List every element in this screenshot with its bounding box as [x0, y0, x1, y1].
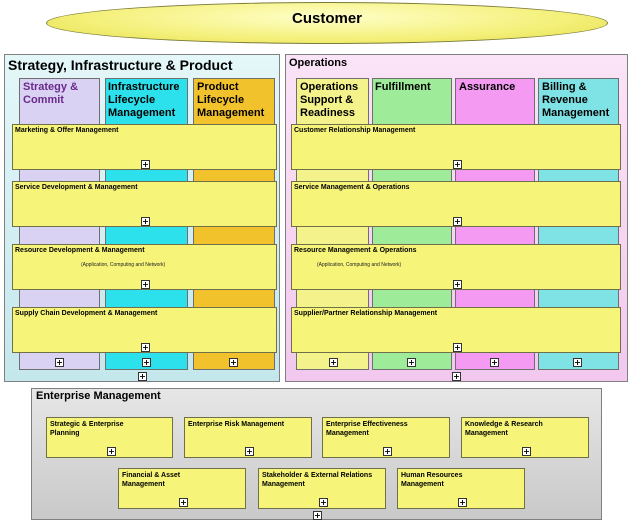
customer-ellipse: Customer — [46, 2, 608, 44]
plus-box-icon[interactable]: + — [453, 217, 462, 226]
column-label-line: Fulfillment — [375, 81, 431, 93]
column-label-line: Lifecycle — [108, 94, 156, 106]
enterprise-box-risk-management[interactable]: Enterprise Risk Management + — [184, 417, 312, 458]
plus-box-icon[interactable]: + — [383, 447, 392, 456]
process-row-marketing-offer[interactable]: Marketing & Offer Management + — [12, 124, 277, 170]
process-row-sublabel: (Application, Computing and Network) — [81, 262, 166, 268]
column-label-line: Product — [197, 81, 239, 93]
column-label: Infrastructure Lifecycle Management — [108, 81, 180, 120]
plus-box-icon[interactable]: + — [573, 358, 582, 367]
column-label-line: Revenue — [542, 94, 588, 106]
enterprise-box-financial-asset[interactable]: Financial & Asset Management + — [118, 468, 246, 509]
plus-box-icon[interactable]: + — [141, 160, 150, 169]
process-row-label: Service Management & Operations — [294, 184, 410, 191]
enterprise-box-label: Financial & Asset Management — [122, 472, 181, 488]
process-row-service-development[interactable]: Service Development & Management + — [12, 181, 277, 227]
plus-box-icon[interactable]: + — [245, 447, 254, 456]
plus-box-icon[interactable]: + — [407, 358, 416, 367]
plus-box-icon[interactable]: + — [138, 372, 147, 381]
plus-box-icon[interactable]: + — [229, 358, 238, 367]
process-row-label: Supplier/Partner Relationship Management — [294, 310, 438, 317]
enterprise-box-knowledge-research[interactable]: Knowledge & Research Management + — [461, 417, 589, 458]
plus-box-icon[interactable]: + — [179, 498, 188, 507]
plus-box-icon[interactable]: + — [453, 280, 462, 289]
process-row-resource-management[interactable]: Resource Management & Operations (Applic… — [291, 244, 621, 290]
operations-title: Operations — [289, 57, 348, 69]
process-row-supply-chain[interactable]: Supply Chain Development & Management + — [12, 307, 277, 353]
column-label-line: Strategy & — [23, 81, 79, 93]
plus-box-icon[interactable]: + — [458, 498, 467, 507]
plus-box-icon[interactable]: + — [453, 343, 462, 352]
column-label-line: Management — [542, 107, 610, 119]
process-row-label: Service Development & Management — [15, 184, 138, 191]
column-label: Fulfillment — [375, 81, 431, 94]
column-label: Operations Support & Readiness — [300, 81, 358, 120]
process-row-sublabel: (Application, Computing and Network) — [317, 262, 402, 268]
process-row-resource-development[interactable]: Resource Development & Management (Appli… — [12, 244, 277, 290]
column-label-line: Management — [108, 107, 176, 119]
enterprise-box-label: Enterprise Risk Management — [188, 421, 285, 428]
plus-box-icon[interactable]: + — [522, 447, 531, 456]
process-row-customer-relationship[interactable]: Customer Relationship Management + — [291, 124, 621, 170]
enterprise-box-label: Knowledge & Research Management — [465, 421, 543, 437]
enterprise-box-label: Strategic & Enterprise Planning — [50, 421, 124, 437]
process-row-label: Marketing & Offer Management — [15, 127, 119, 134]
enterprise-box-label: Stakeholder & External Relations Managem… — [262, 472, 373, 488]
column-label: Assurance — [459, 81, 515, 94]
enterprise-box-strategic-planning[interactable]: Strategic & Enterprise Planning + — [46, 417, 173, 458]
plus-box-icon[interactable]: + — [453, 160, 462, 169]
enterprise-box-label: Human Resources Management — [401, 472, 463, 488]
plus-box-icon[interactable]: + — [319, 498, 328, 507]
enterprise-title: Enterprise Management — [36, 390, 161, 402]
plus-box-icon[interactable]: + — [141, 217, 150, 226]
column-label: Strategy & Commit — [23, 81, 78, 107]
column-label-line: Infrastructure — [108, 81, 180, 93]
plus-box-icon[interactable]: + — [313, 511, 322, 520]
plus-box-icon[interactable]: + — [452, 372, 461, 381]
plus-box-icon[interactable]: + — [141, 343, 150, 352]
column-label-line: Assurance — [459, 81, 516, 93]
plus-box-icon[interactable]: + — [490, 358, 499, 367]
column-label-line: Operations — [300, 81, 359, 93]
enterprise-box-human-resources[interactable]: Human Resources Management + — [397, 468, 525, 509]
plus-box-icon[interactable]: + — [329, 358, 338, 367]
plus-box-icon[interactable]: + — [107, 447, 116, 456]
process-row-service-management[interactable]: Service Management & Operations + — [291, 181, 621, 227]
column-label-line: Lifecycle — [197, 94, 245, 106]
column-label-line: Support & — [300, 94, 354, 106]
process-row-supplier-partner[interactable]: Supplier/Partner Relationship Management… — [291, 307, 621, 353]
enterprise-box-label: Enterprise Effectiveness Management — [326, 421, 408, 437]
customer-label: Customer — [291, 9, 362, 27]
plus-box-icon[interactable]: + — [142, 358, 151, 367]
column-label-line: Billing & — [542, 81, 587, 93]
enterprise-box-effectiveness[interactable]: Enterprise Effectiveness Management + — [322, 417, 450, 458]
column-label: Product Lifecycle Management — [197, 81, 264, 120]
column-label-line: Management — [197, 107, 265, 119]
enterprise-box-stakeholder-relations[interactable]: Stakeholder & External Relations Managem… — [258, 468, 386, 509]
process-row-label: Resource Development & Management — [15, 247, 145, 254]
column-label: Billing & Revenue Management — [542, 81, 609, 120]
column-label-line: Readiness — [300, 107, 356, 119]
column-label-line: Commit — [23, 94, 64, 106]
sip-title: Strategy, Infrastructure & Product — [8, 57, 233, 73]
plus-box-icon[interactable]: + — [55, 358, 64, 367]
process-row-label: Customer Relationship Management — [294, 127, 416, 134]
plus-box-icon[interactable]: + — [141, 280, 150, 289]
process-row-label: Resource Management & Operations — [294, 247, 417, 254]
process-row-label: Supply Chain Development & Management — [15, 310, 158, 317]
